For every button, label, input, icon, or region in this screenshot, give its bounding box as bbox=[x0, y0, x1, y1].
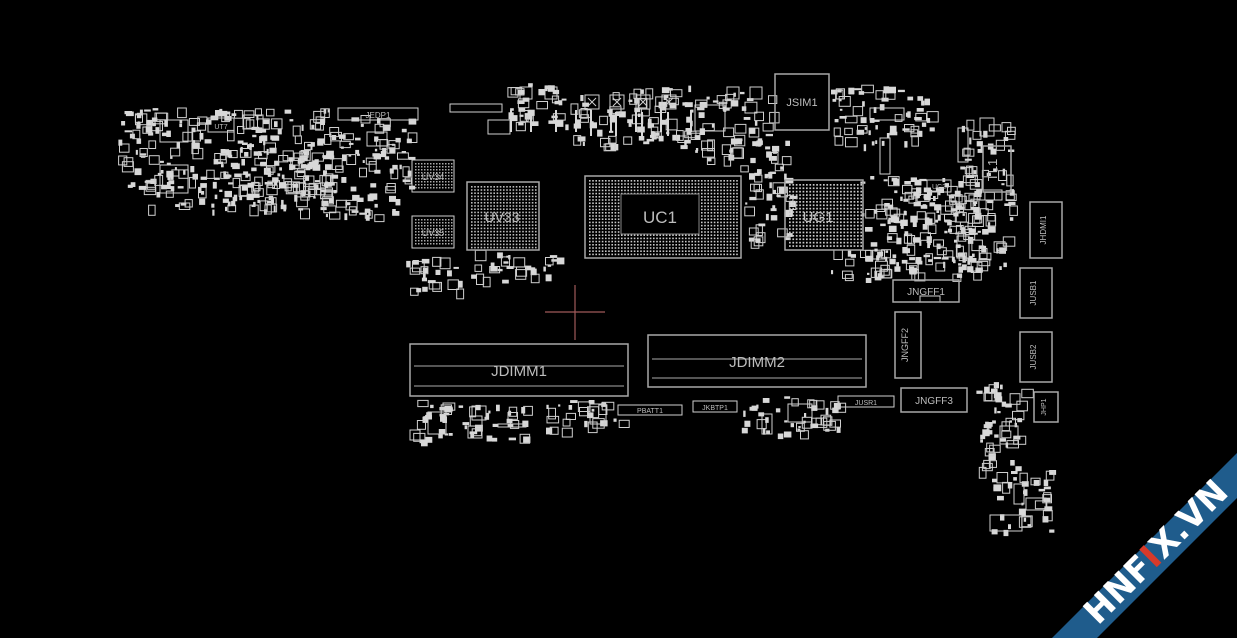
jedp1-connector[interactable]: JEDP1 bbox=[337, 107, 419, 121]
ug1-chip[interactable]: UG1 bbox=[784, 179, 864, 251]
jkbtp1-label: JKBTP1 bbox=[702, 405, 728, 412]
connector-strip bbox=[449, 103, 503, 113]
uc2-chip[interactable]: UC2 bbox=[926, 179, 952, 193]
jngff3-label: JNGFF3 bbox=[915, 396, 953, 407]
uv33-label: UV33 bbox=[484, 209, 519, 225]
uc2-label: UC2 bbox=[932, 184, 946, 191]
ut7-label: UT7 bbox=[214, 124, 227, 131]
jsim1-label: JSIM1 bbox=[786, 97, 817, 109]
jhdmi1-connector[interactable]: JHDMI1 bbox=[1029, 201, 1063, 259]
watermark-band bbox=[1052, 453, 1237, 638]
uv34-chip[interactable]: UV34 bbox=[411, 159, 455, 193]
ut7-chip[interactable]: UT7 bbox=[207, 117, 235, 133]
uv33-chip[interactable]: UV33 bbox=[466, 181, 540, 251]
uv34-label: UV34 bbox=[422, 172, 445, 182]
jdimm2-slot[interactable]: JDIMM2 bbox=[647, 334, 867, 388]
jhdmi1-label: JHDMI1 bbox=[1039, 215, 1048, 244]
uv35-label: UV35 bbox=[422, 228, 445, 238]
tl1-component[interactable]: TL1 bbox=[982, 145, 1012, 193]
smd-pads-layer bbox=[118, 83, 1057, 537]
jkbtp1-connector[interactable]: JKBTP1 bbox=[692, 400, 738, 413]
jngff2-label: JNGFF2 bbox=[900, 328, 910, 362]
jhp1-connector[interactable]: JHP1 bbox=[1033, 391, 1059, 423]
watermark-text: HNFIX.VN bbox=[1076, 472, 1236, 632]
jusr1-connector[interactable]: JUSR1 bbox=[837, 395, 895, 408]
jusr1-label: JUSR1 bbox=[855, 400, 877, 407]
ug1-label: UG1 bbox=[803, 209, 834, 226]
crosshair-cursor bbox=[545, 285, 605, 340]
uc1-label: UC1 bbox=[643, 208, 677, 227]
jngff2-connector[interactable]: JNGFF2 bbox=[894, 311, 922, 379]
jngff1-label: JNGFF1 bbox=[907, 287, 945, 298]
jhp1-label: JHP1 bbox=[1041, 398, 1048, 415]
jdimm2-label: JDIMM2 bbox=[729, 354, 785, 371]
jusb1-connector[interactable]: JUSB1 bbox=[1019, 267, 1053, 319]
tl1-label: TL1 bbox=[985, 159, 1000, 181]
uc1-chip[interactable]: UC1 bbox=[584, 175, 742, 259]
jusb1-label: JUSB1 bbox=[1029, 280, 1038, 305]
jdimm1-slot[interactable]: JDIMM1 bbox=[409, 343, 629, 397]
pbatt1-label: PBATT1 bbox=[637, 408, 663, 415]
jsim1-connector[interactable]: JSIM1 bbox=[774, 73, 830, 131]
pbatt1-connector[interactable]: PBATT1 bbox=[617, 404, 683, 416]
jngff3-connector[interactable]: JNGFF3 bbox=[900, 387, 968, 413]
jedp1-label: JEDP1 bbox=[366, 111, 391, 120]
uv35-chip[interactable]: UV35 bbox=[411, 215, 455, 249]
jngff1-connector[interactable]: JNGFF1 bbox=[892, 279, 960, 303]
jusb2-connector[interactable]: JUSB2 bbox=[1019, 331, 1053, 383]
jusb2-label: JUSB2 bbox=[1029, 344, 1038, 369]
watermark: HNFIX.VN bbox=[1052, 453, 1237, 638]
jdimm1-label: JDIMM1 bbox=[491, 363, 547, 380]
